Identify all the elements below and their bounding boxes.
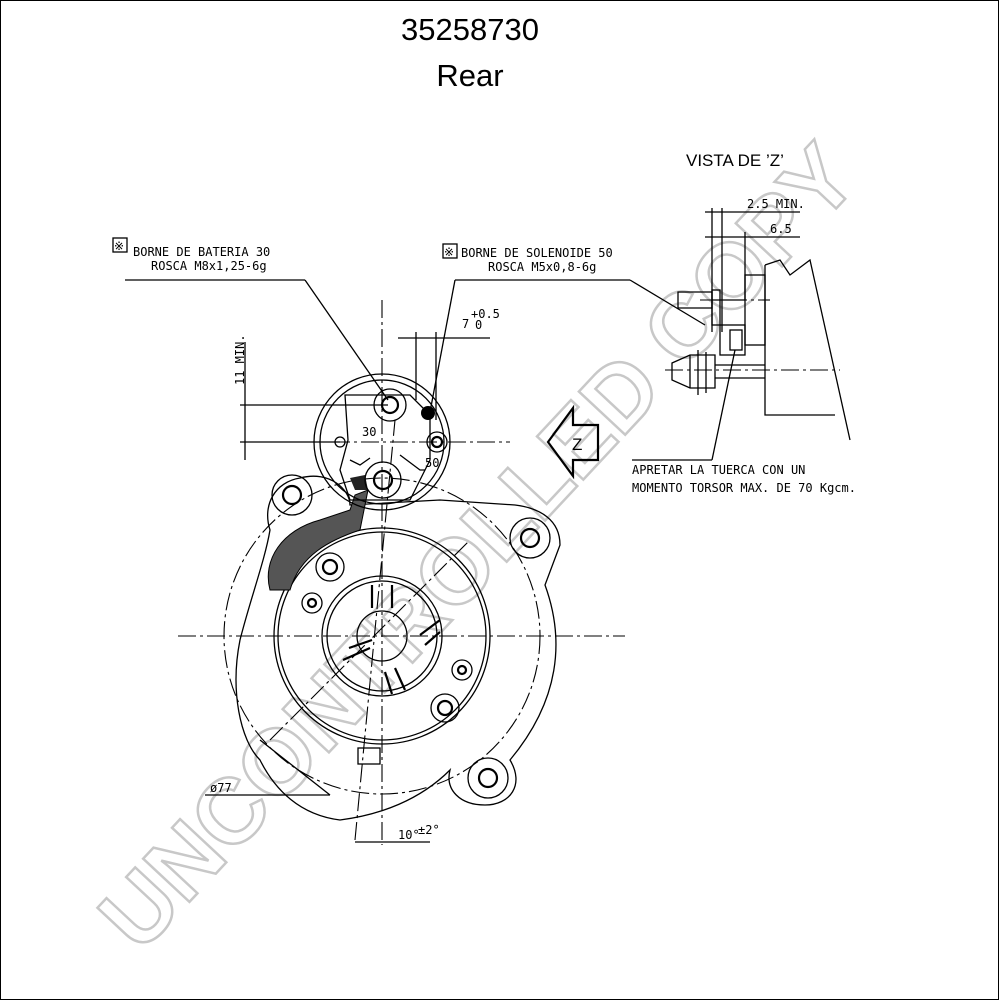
part-number-title: 35258730 [401, 12, 539, 47]
dim-7: 7 [462, 317, 469, 331]
dimensions: 11 MIN. 7 +0.5 0 ø77 10° ±2° [125, 279, 706, 843]
view-z-detail: VISTA DE ’Z’ 2.5 MIN. 6.5 APRETAR LA TUE… [632, 151, 856, 495]
solenoid-terminal-line2: ROSCA M5x0,8-6g [488, 260, 596, 274]
dim-7-tol-upper: +0.5 [471, 307, 500, 321]
solenoid-marker: ※ [444, 245, 454, 259]
battery-terminal-line2: ROSCA M8x1,25-6g [151, 259, 267, 273]
battery-terminal-line1: BORNE DE BATERIA 30 [133, 245, 270, 259]
terminal-50-label: 50 [425, 456, 439, 470]
view-z-dim-clearance: 2.5 MIN. [747, 197, 805, 211]
view-title: Rear [436, 58, 504, 93]
view-z-title: VISTA DE ’Z’ [686, 151, 784, 170]
battery-marker: ※ [114, 239, 124, 253]
terminal-30-label: 30 [362, 425, 376, 439]
battery-terminal-callout: ※ BORNE DE BATERIA 30 ROSCA M8x1,25-6g [112, 237, 270, 273]
view-z-arrow-label: Z [572, 435, 582, 454]
dim-11-min: 11 MIN. [233, 334, 247, 385]
solenoid-terminal-callout: ※ BORNE DE SOLENOIDE 50 ROSCA M5x0,8-6g [442, 243, 613, 274]
view-z-dim-offset: 6.5 [770, 222, 792, 236]
torque-note-line2: MOMENTO TORSOR MAX. DE 70 Kgcm. [632, 481, 856, 495]
view-z-arrow: Z [546, 404, 600, 480]
dim-7-tol-lower: 0 [475, 318, 482, 332]
dim-angle-tol: ±2° [418, 823, 440, 837]
dim-angle: 10° [398, 828, 420, 842]
torque-note-line1: APRETAR LA TUERCA CON UN [632, 463, 805, 477]
solenoid-terminal-line1: BORNE DE SOLENOIDE 50 [461, 246, 613, 260]
dim-diameter: ø77 [210, 781, 232, 795]
